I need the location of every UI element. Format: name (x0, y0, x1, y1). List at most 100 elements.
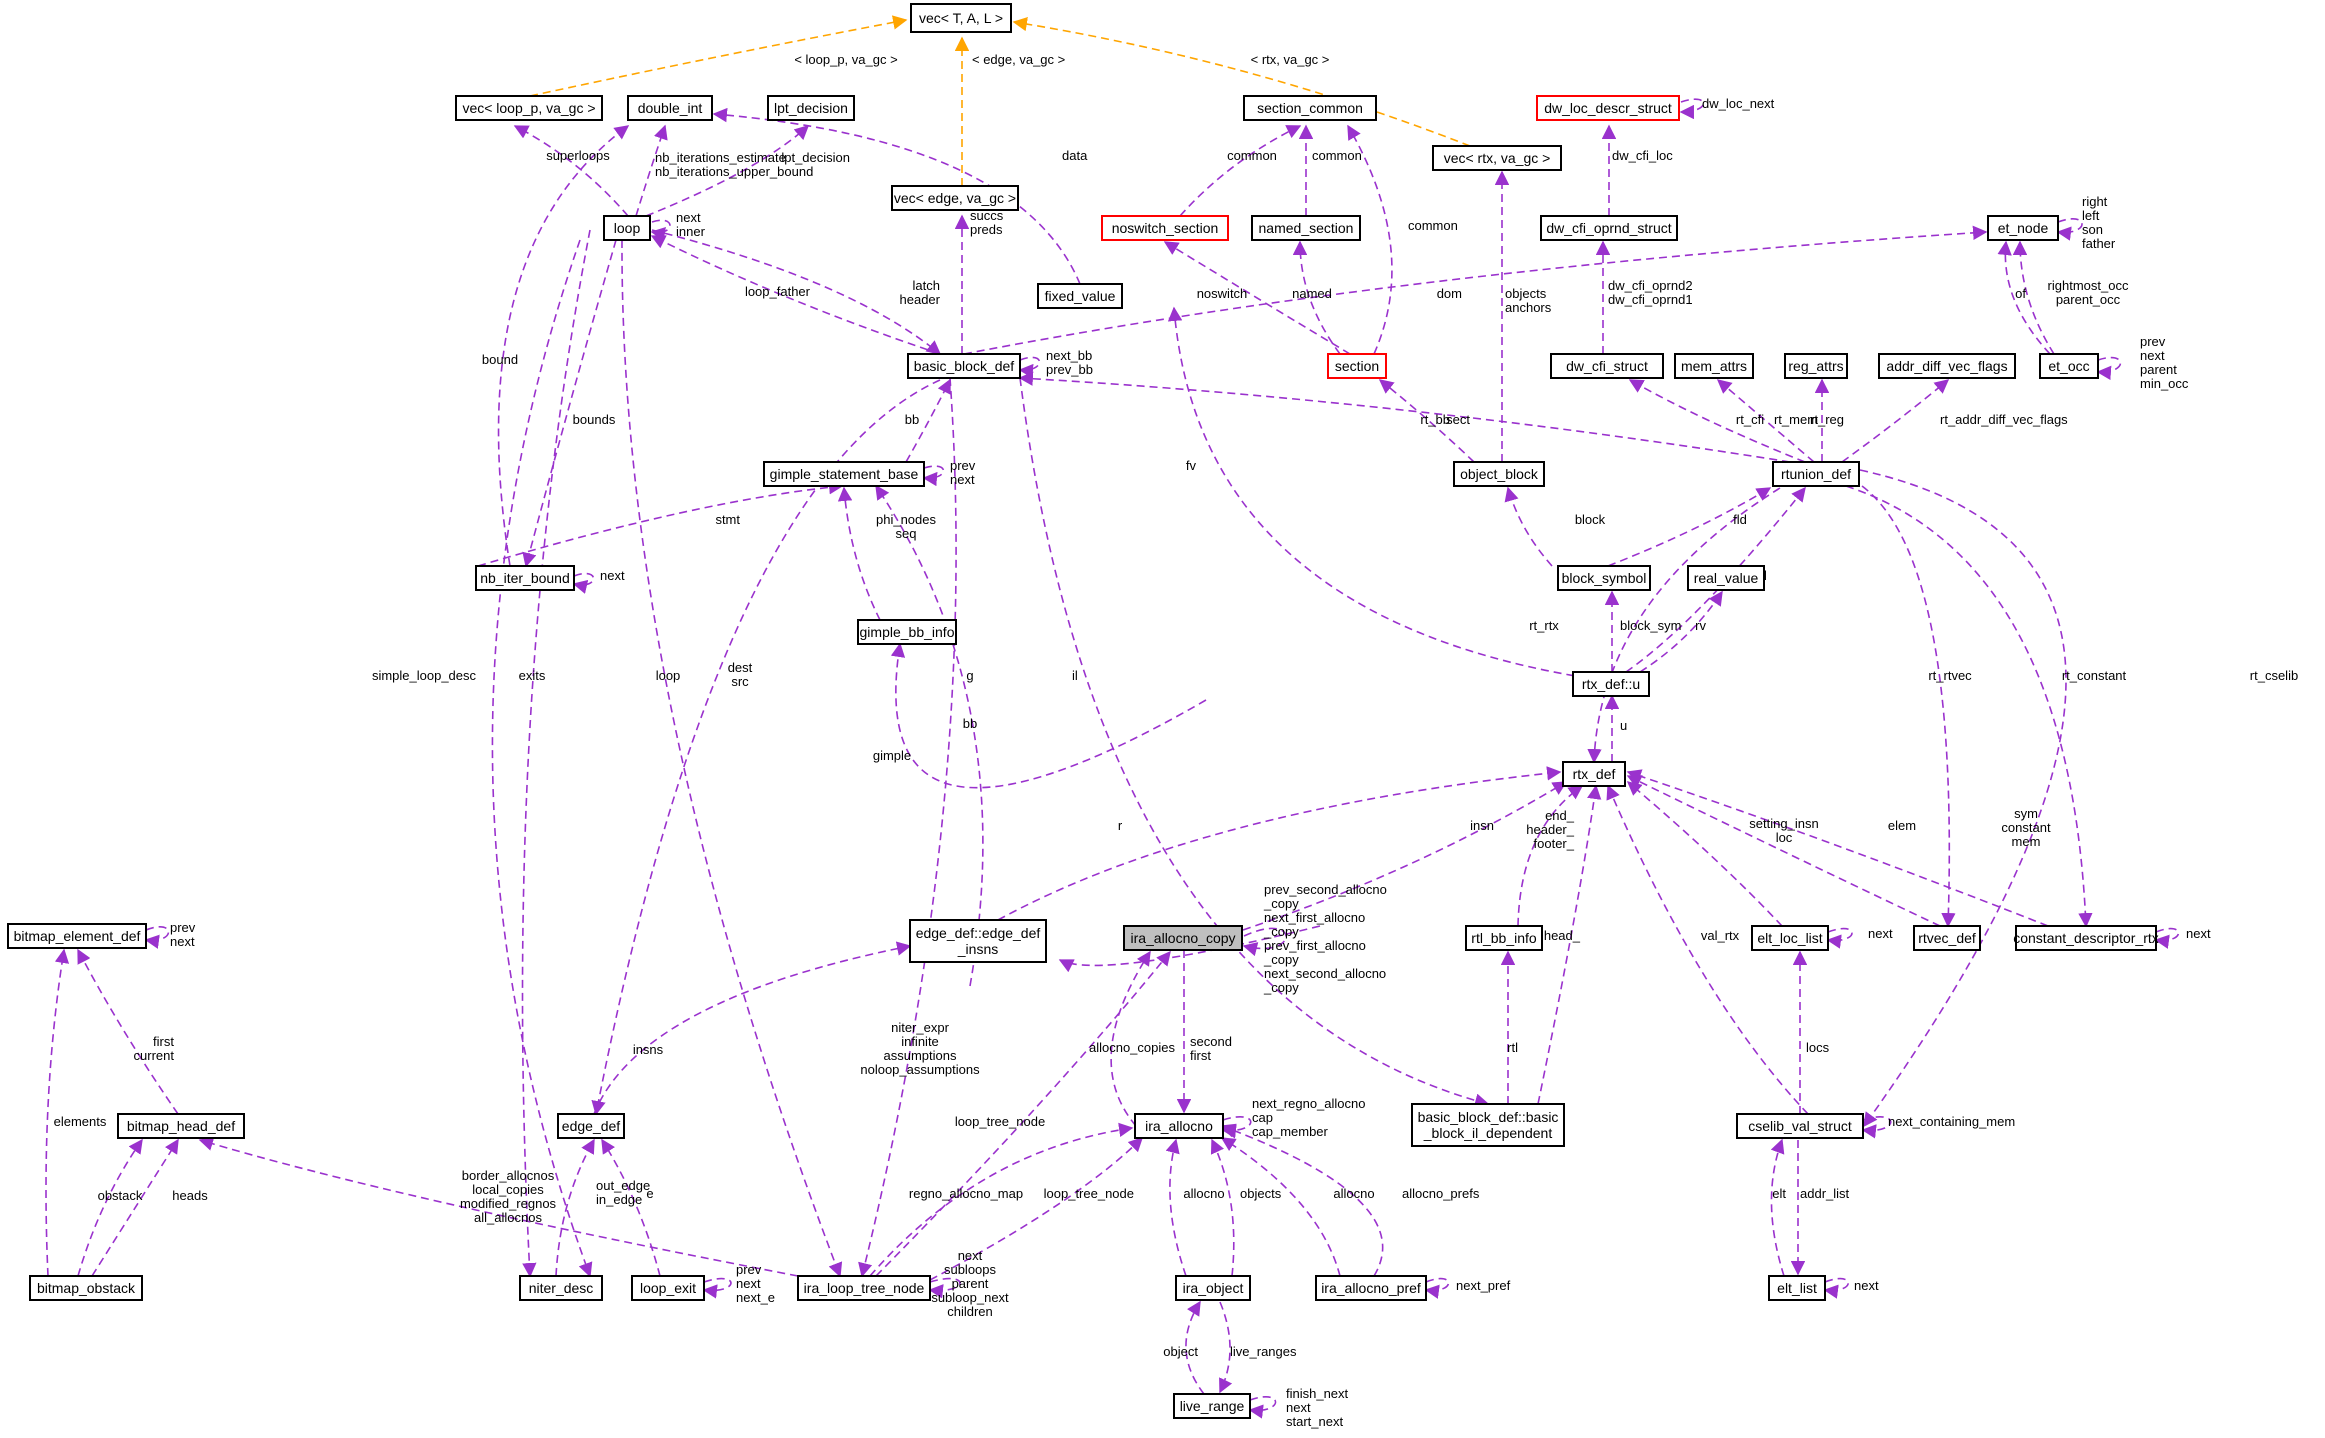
node-object-block[interactable]: object_block (1453, 461, 1545, 487)
node-ira-allocno-copy[interactable]: ira_allocno_copy (1123, 925, 1243, 951)
edge-label: il (1072, 668, 1078, 683)
node-label: reg_attrs (1788, 358, 1843, 374)
node-bb-il-dep[interactable]: basic_block_def::basic_block_il_dependen… (1411, 1103, 1565, 1147)
node-lpt-decision[interactable]: lpt_decision (767, 95, 855, 121)
node-loop[interactable]: loop (603, 215, 651, 241)
node-reg-attrs[interactable]: reg_attrs (1784, 353, 1848, 379)
node-label: basic_block_def (914, 358, 1015, 374)
edge-47 (521, 229, 591, 1278)
node-fixed-value[interactable]: fixed_value (1037, 283, 1123, 309)
edge-48 (621, 239, 843, 1278)
node-rtl-bb-info[interactable]: rtl_bb_info (1465, 925, 1543, 951)
node-nb-iter-bound[interactable]: nb_iter_bound (475, 565, 575, 591)
edge-17 (963, 225, 1988, 355)
node-ira-loop-tree-node[interactable]: ira_loop_tree_node (797, 1275, 931, 1301)
edge-label: dw_loc_next (1702, 96, 1775, 111)
node-dw-cfi-oprnd[interactable]: dw_cfi_oprnd_struct (1540, 215, 1678, 241)
node-rtvec-def[interactable]: rtvec_def (1913, 925, 1981, 951)
node-live-range[interactable]: live_range (1173, 1393, 1251, 1419)
node-vec-edge[interactable]: vec< edge, va_gc > (891, 185, 1019, 211)
node-bitmap-obstack[interactable]: bitmap_obstack (29, 1275, 143, 1301)
edge-90 (1220, 1137, 1341, 1277)
node-box (1557, 565, 1651, 591)
node-et-occ[interactable]: et_occ (2039, 353, 2099, 379)
edge-100 (1248, 1396, 1277, 1419)
node-real-value[interactable]: real_value (1687, 565, 1765, 591)
edge-label: elem (1888, 818, 1916, 833)
node-mem-attrs[interactable]: mem_attrs (1674, 353, 1754, 379)
node-block-symbol[interactable]: block_symbol (1557, 565, 1651, 591)
edge-28 (905, 378, 951, 463)
node-elt-list[interactable]: elt_list (1768, 1275, 1826, 1301)
node-label: object_block (1460, 466, 1539, 482)
node-vec-tal[interactable]: vec< T, A, L > (910, 3, 1012, 33)
edge-39 (572, 572, 595, 594)
node-rtx-def[interactable]: rtx_def (1562, 761, 1626, 787)
node-noswitch-section[interactable]: noswitch_section (1101, 215, 1229, 241)
edge-19 (1292, 240, 1341, 355)
node-edge-def-insns[interactable]: edge_def::edge_def_insns (909, 919, 1047, 963)
node-named-section[interactable]: named_section (1251, 215, 1361, 241)
node-ira-allocno[interactable]: ira_allocno (1134, 1113, 1224, 1139)
node-box (1987, 215, 2059, 241)
edge-40 (1504, 486, 1553, 567)
edge-label: val_rtx (1701, 928, 1740, 943)
node-gimple-bb-info[interactable]: gimple_bb_info (857, 619, 957, 645)
node-label: ira_allocno (1145, 1118, 1213, 1134)
node-elt-loc-list[interactable]: elt_loc_list (1751, 925, 1829, 951)
node-section[interactable]: section (1327, 353, 1387, 379)
node-ira-object[interactable]: ira_object (1175, 1275, 1251, 1301)
node-vec-loop[interactable]: vec< loop_p, va_gc > (455, 95, 603, 121)
node-box (1327, 353, 1387, 379)
node-box (1453, 461, 1545, 487)
node-dw-cfi-struct[interactable]: dw_cfi_struct (1550, 353, 1664, 379)
node-box (2015, 925, 2157, 951)
node-label: vec< edge, va_gc > (894, 190, 1016, 206)
node-bitmap-element-def[interactable]: bitmap_element_def (7, 923, 147, 949)
edge-30 (1378, 379, 1475, 463)
edge-13 (650, 219, 671, 242)
edge-59 (1242, 781, 1568, 931)
edge-label: rt_cselib (2250, 668, 2298, 683)
node-rtunion-def[interactable]: rtunion_def (1772, 461, 1860, 487)
edge-label-layer: < loop_p, va_gc >< edge, va_gc >< rtx, v… (54, 52, 2299, 1429)
node-gimple-stmt[interactable]: gimple_statement_base (763, 461, 925, 487)
node-label: ira_allocno_copy (1130, 930, 1235, 946)
node-box (797, 1275, 931, 1301)
edge-label: elements (54, 1114, 107, 1129)
edge-2 (1012, 16, 1471, 147)
node-basic-block-def[interactable]: basic_block_def (907, 353, 1021, 379)
node-rtx-def-u[interactable]: rtx_def::u (1572, 671, 1650, 697)
node-cselib-val[interactable]: cselib_val_struct (1736, 1113, 1864, 1139)
node-bitmap-head-def[interactable]: bitmap_head_def (117, 1113, 245, 1139)
node-vec-rtx[interactable]: vec< rtx, va_gc > (1432, 145, 1562, 171)
edge-96 (1424, 1277, 1450, 1299)
edge-label: regno_allocno_map (909, 1186, 1023, 1201)
edge-32 (1628, 379, 1806, 463)
node-loop-exit[interactable]: loop_exit (631, 1275, 705, 1301)
edge-label: next (2186, 926, 2211, 941)
node-label: basic_block_def::basic_block_il_dependen… (1418, 1109, 1559, 1141)
node-constant-descriptor-rtx[interactable]: constant_descriptor_rtx (2013, 925, 2159, 951)
edge-label: rt_mem (1774, 412, 1818, 427)
node-section-common[interactable]: section_common (1243, 95, 1377, 121)
node-box (7, 923, 147, 949)
node-niter-desc[interactable]: niter_desc (519, 1275, 603, 1301)
edge-58 (997, 766, 1562, 921)
edge-64 (1242, 927, 1287, 957)
edge-79 (1221, 1116, 1252, 1139)
node-ira-allocno-pref[interactable]: ira_allocno_pref (1315, 1275, 1427, 1301)
node-label: ira_loop_tree_node (804, 1280, 925, 1296)
node-addr-diff[interactable]: addr_diff_vec_flags (1878, 353, 2016, 379)
node-double-int[interactable]: double_int (627, 95, 713, 121)
node-edge-def[interactable]: edge_def (557, 1113, 625, 1139)
node-dw-loc-descr[interactable]: dw_loc_descr_struct (1536, 95, 1680, 121)
node-et-node[interactable]: et_node (1987, 215, 2059, 241)
edge-label: < rtx, va_gc > (1251, 52, 1330, 67)
edge-label: u (1620, 718, 1627, 733)
